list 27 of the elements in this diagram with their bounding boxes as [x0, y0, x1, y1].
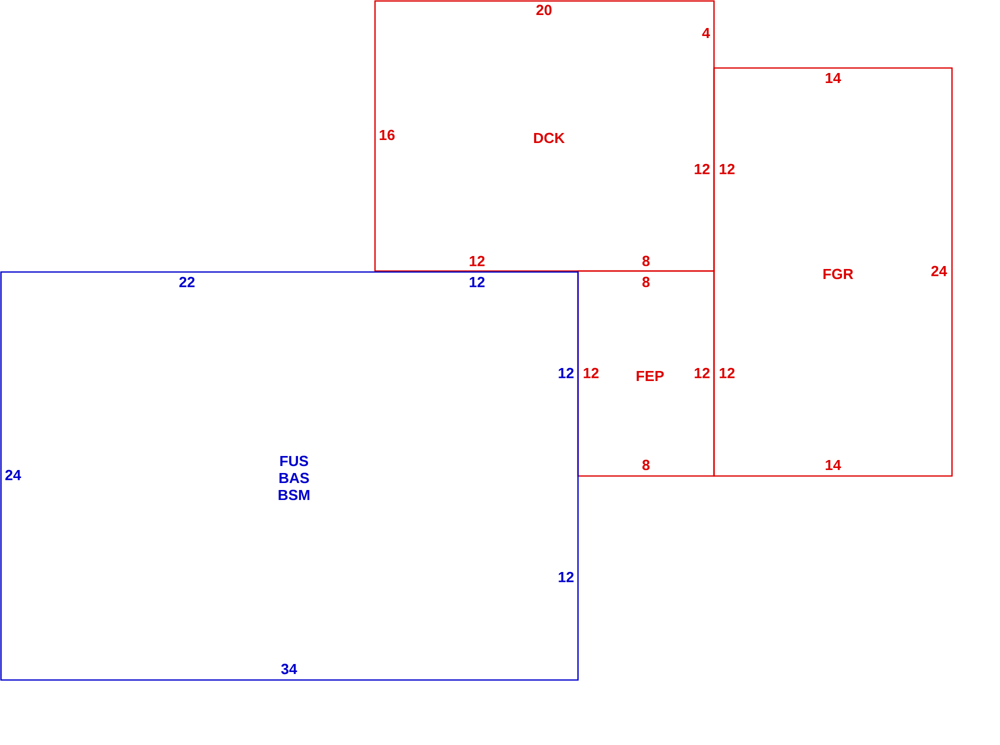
- dimension-label: 12: [720, 164, 735, 174]
- dimension-label: 4: [702, 28, 710, 38]
- room-name: BAS: [280, 472, 309, 484]
- dimension-label: 24: [5, 470, 22, 480]
- dimension-label: 12: [720, 368, 735, 378]
- dimension-label: 12: [694, 164, 710, 174]
- room-name: FGR: [824, 268, 854, 280]
- room-name: DCK: [534, 132, 565, 144]
- dimension-label: 24: [931, 266, 948, 276]
- dimension-label: 22: [179, 276, 195, 288]
- dimension-label: 34: [281, 664, 298, 674]
- dimension-label: 12: [470, 256, 485, 266]
- dimension-label: 12: [558, 572, 574, 582]
- dimension-label: 12: [558, 368, 574, 378]
- room-name: BSM: [278, 490, 310, 500]
- dimension-label: 16: [380, 130, 395, 140]
- dimension-label: 14: [826, 72, 842, 84]
- dimension-label: 12: [694, 368, 710, 378]
- dimension-label: 12: [584, 368, 599, 378]
- dimension-label: 8: [642, 276, 650, 288]
- dimension-label: 14: [826, 460, 842, 470]
- room-name: FUS: [280, 456, 308, 466]
- dimension-label: 8: [642, 460, 650, 470]
- dimension-label: 8: [642, 256, 650, 266]
- dimension-label: 12: [470, 276, 485, 288]
- room-name: FEP: [636, 370, 664, 382]
- dimension-label: 20: [536, 4, 552, 16]
